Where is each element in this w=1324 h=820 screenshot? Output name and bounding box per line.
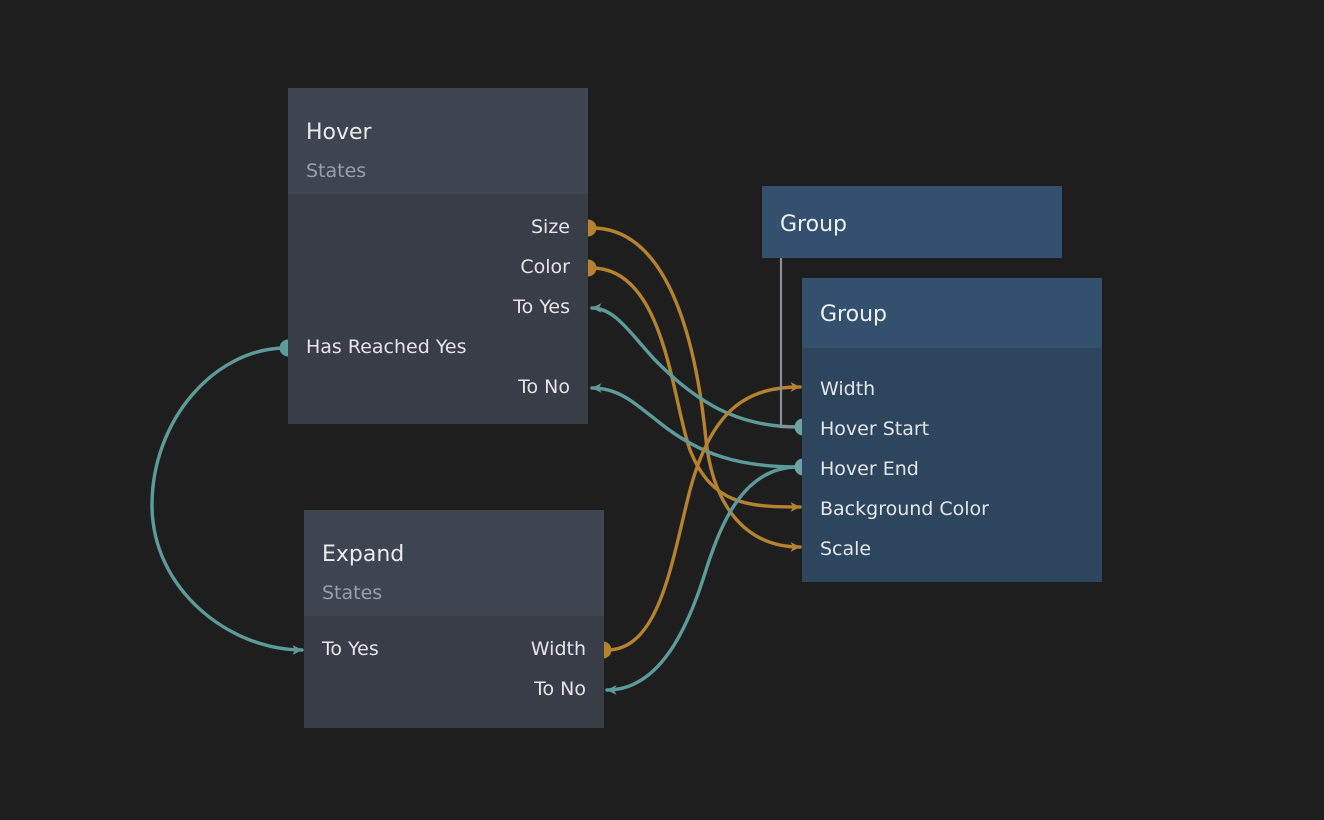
node-group-top[interactable]: Group xyxy=(762,186,1062,258)
node-expand-header[interactable]: Expand States xyxy=(304,510,604,616)
node-group-main[interactable]: Group Width Hover Start Hover End Backgr… xyxy=(802,278,1102,582)
port-label-expand-to-no[interactable]: To No xyxy=(534,678,586,700)
port-label-hover-size[interactable]: Size xyxy=(530,216,570,238)
group-hierarchy-connector xyxy=(779,258,795,429)
node-hover-header[interactable]: Hover States xyxy=(288,88,588,194)
node-group-top-header[interactable]: Group xyxy=(762,186,1062,258)
edge-color-to-background-color xyxy=(590,266,802,512)
node-group-main-title: Group xyxy=(820,302,887,327)
node-expand[interactable]: Expand States To Yes Width To No xyxy=(304,510,604,728)
node-group-main-body: Width Hover Start Hover End Background C… xyxy=(802,348,1102,582)
port-label-group-hover-end[interactable]: Hover End xyxy=(820,458,919,480)
port-label-expand-to-yes[interactable]: To Yes xyxy=(322,638,379,660)
node-expand-body: To Yes Width To No xyxy=(304,616,604,728)
port-label-hover-color[interactable]: Color xyxy=(520,256,570,278)
port-label-expand-width[interactable]: Width xyxy=(530,638,586,660)
edge-size-to-scale xyxy=(590,226,802,552)
port-label-group-scale[interactable]: Scale xyxy=(820,538,872,560)
edge-has-reached-yes-to-expand-to-yes xyxy=(150,346,304,655)
port-label-group-width[interactable]: Width xyxy=(820,378,876,400)
node-hover-body: Size Color To Yes Has Reached Yes To No xyxy=(288,194,588,424)
node-hover-title: Hover xyxy=(306,120,372,145)
node-expand-title: Expand xyxy=(322,542,405,567)
edge-hover-start-to-to-yes xyxy=(590,303,800,429)
node-group-top-title: Group xyxy=(780,212,847,237)
node-group-main-header[interactable]: Group xyxy=(802,278,1102,348)
port-label-hover-to-yes[interactable]: To Yes xyxy=(513,296,570,318)
edge-hover-end-to-expand-to-no xyxy=(605,465,800,695)
port-label-group-hover-start[interactable]: Hover Start xyxy=(820,418,930,440)
port-label-hover-has-reached-yes[interactable]: Has Reached Yes xyxy=(306,336,467,358)
edge-hover-end-to-to-no xyxy=(590,383,800,469)
port-label-group-background-color[interactable]: Background Color xyxy=(820,498,989,520)
node-hover-subtitle: States xyxy=(306,160,367,182)
node-expand-subtitle: States xyxy=(322,582,383,604)
port-label-hover-to-no[interactable]: To No xyxy=(518,376,570,398)
edge-expand-width-to-group-width xyxy=(605,382,802,652)
node-hover[interactable]: Hover States Size Color To Yes Has Reach… xyxy=(288,88,588,424)
